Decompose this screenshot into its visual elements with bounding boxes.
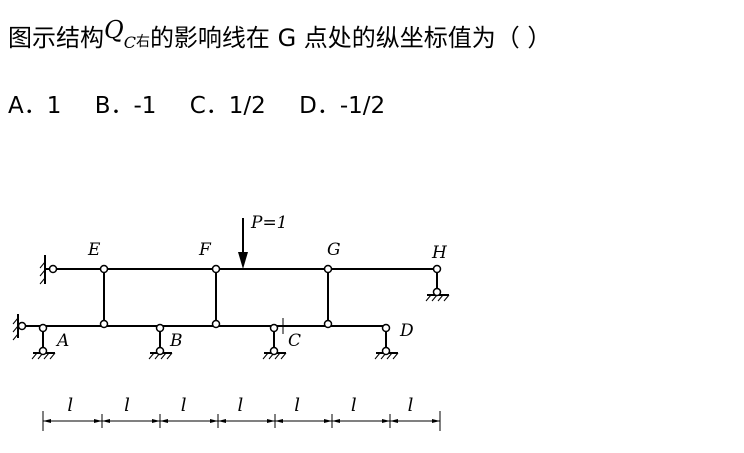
node-b: B: [169, 331, 183, 351]
span-label: l: [67, 395, 73, 416]
node-e: E: [87, 240, 101, 260]
span-label: l: [351, 395, 357, 416]
load-arrow-icon: [238, 218, 248, 269]
question-suffix: 的影响线在 G 点处的纵坐标值为（ ）: [149, 24, 552, 52]
node-f: F: [198, 240, 212, 260]
load-label: P=1: [250, 213, 288, 233]
node-c: C: [288, 331, 301, 351]
node-g: G: [327, 240, 341, 260]
answer-options: A．1 B．-1 C．1/2 D．-1/2: [8, 86, 411, 120]
option-c[interactable]: C．1/2: [189, 93, 266, 119]
span-label: l: [181, 395, 187, 416]
qc-side: 右: [135, 34, 150, 50]
span-label: l: [124, 395, 130, 416]
span-label: l: [294, 395, 300, 416]
question-text: 图示结构QC右的影响线在 G 点处的纵坐标值为（ ）: [8, 16, 552, 56]
node-h: H: [431, 243, 448, 263]
node-d: D: [399, 321, 414, 341]
question-prefix: 图示结构: [8, 24, 104, 52]
span-label: l: [408, 395, 414, 416]
option-d[interactable]: D．-1/2: [299, 93, 386, 119]
span-label: l: [238, 395, 244, 416]
option-a[interactable]: A．1: [8, 93, 62, 119]
qc-symbol: QC: [104, 16, 136, 52]
option-b[interactable]: B．-1: [94, 93, 157, 119]
node-a: A: [55, 331, 69, 351]
